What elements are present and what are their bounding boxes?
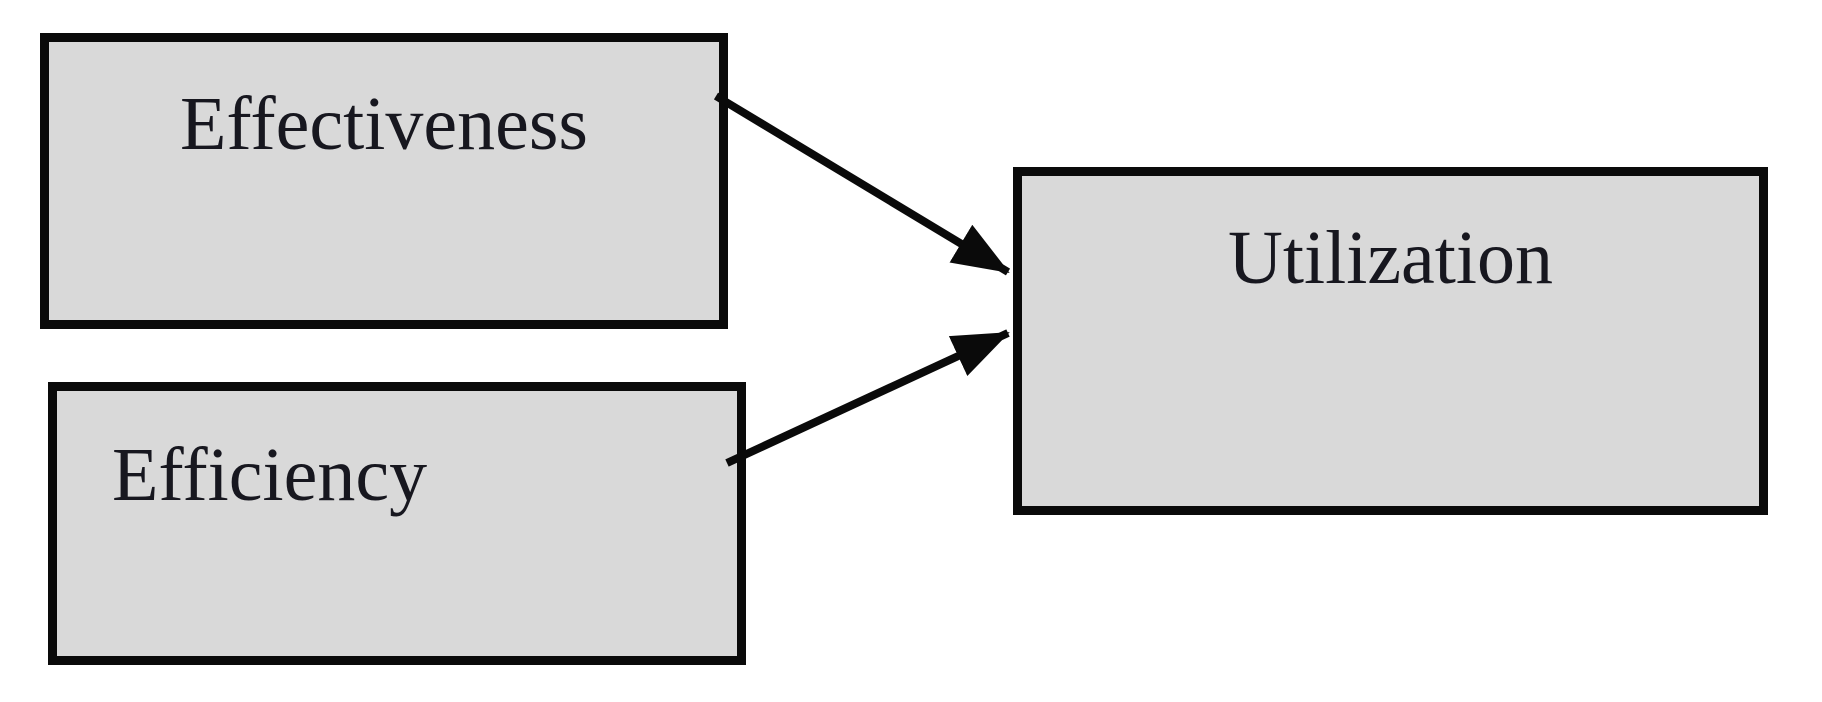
arrow-efficiency-to-utilization	[725, 329, 1010, 467]
arrow-effectiveness-to-utilization	[713, 92, 1011, 276]
node-effectiveness-label: Effectiveness	[180, 82, 588, 166]
node-utilization-label: Utilization	[1227, 216, 1554, 300]
node-utilization: Utilization	[1013, 167, 1768, 515]
node-efficiency: Efficiency	[48, 382, 746, 665]
node-effectiveness: Effectiveness	[40, 33, 728, 329]
node-efficiency-label: Efficiency	[112, 433, 428, 517]
